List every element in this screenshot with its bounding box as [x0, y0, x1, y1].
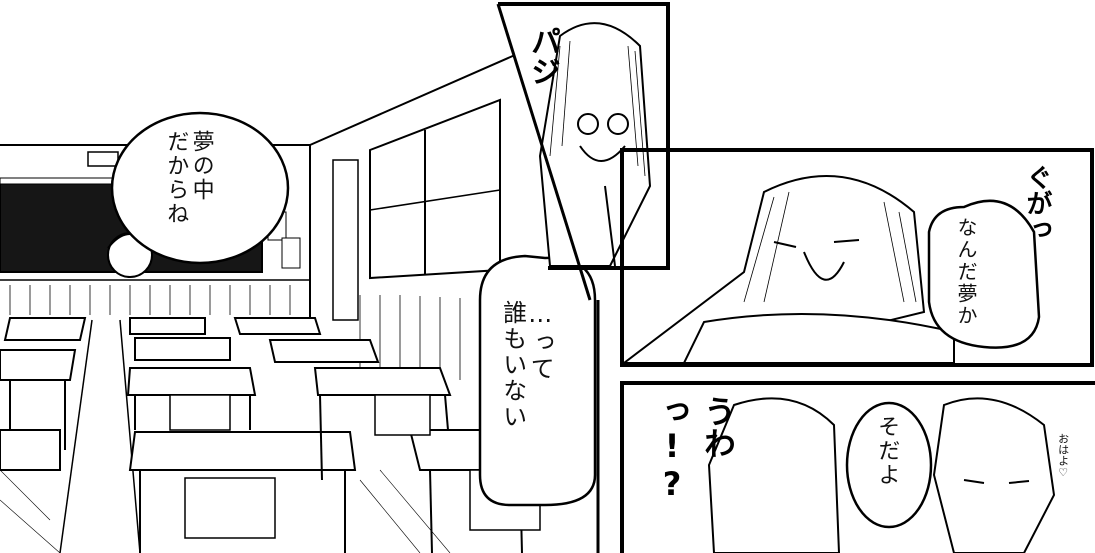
sfx-paji: パジ	[525, 26, 560, 86]
small-text-ohayo: おはよ♡	[1056, 433, 1070, 479]
dialogue-line: だからね	[163, 130, 189, 226]
dialogue-nobody: …って 誰もいない	[498, 300, 555, 500]
dialogue-dream: 夢の中 だからね	[163, 130, 214, 260]
sfx-gugatt: ぐがっ	[1022, 164, 1052, 242]
classroom-panel: 夢の中 だからね …って 誰もいない	[0, 54, 597, 553]
dialogue-line: …って	[526, 300, 555, 382]
greeting-panel: うわっ!? そだよ おはよ♡	[624, 385, 1095, 553]
dialogue-line: 夢の中	[188, 130, 214, 202]
dialogue-yeah: そだよ	[874, 415, 899, 525]
sfx-uwa: うわっ!?	[653, 395, 737, 503]
dialogue-line: なんだ夢か	[954, 217, 978, 327]
speech-balloon-dream	[110, 111, 290, 265]
dialogue-just-a-dream: なんだ夢か	[954, 217, 978, 357]
classroom-drawing	[0, 54, 597, 553]
waking-panel: ぐがっ なんだ夢か	[624, 152, 1090, 363]
dialogue-line: 誰もいない	[498, 300, 527, 430]
dialogue-line: そだよ	[874, 415, 900, 487]
